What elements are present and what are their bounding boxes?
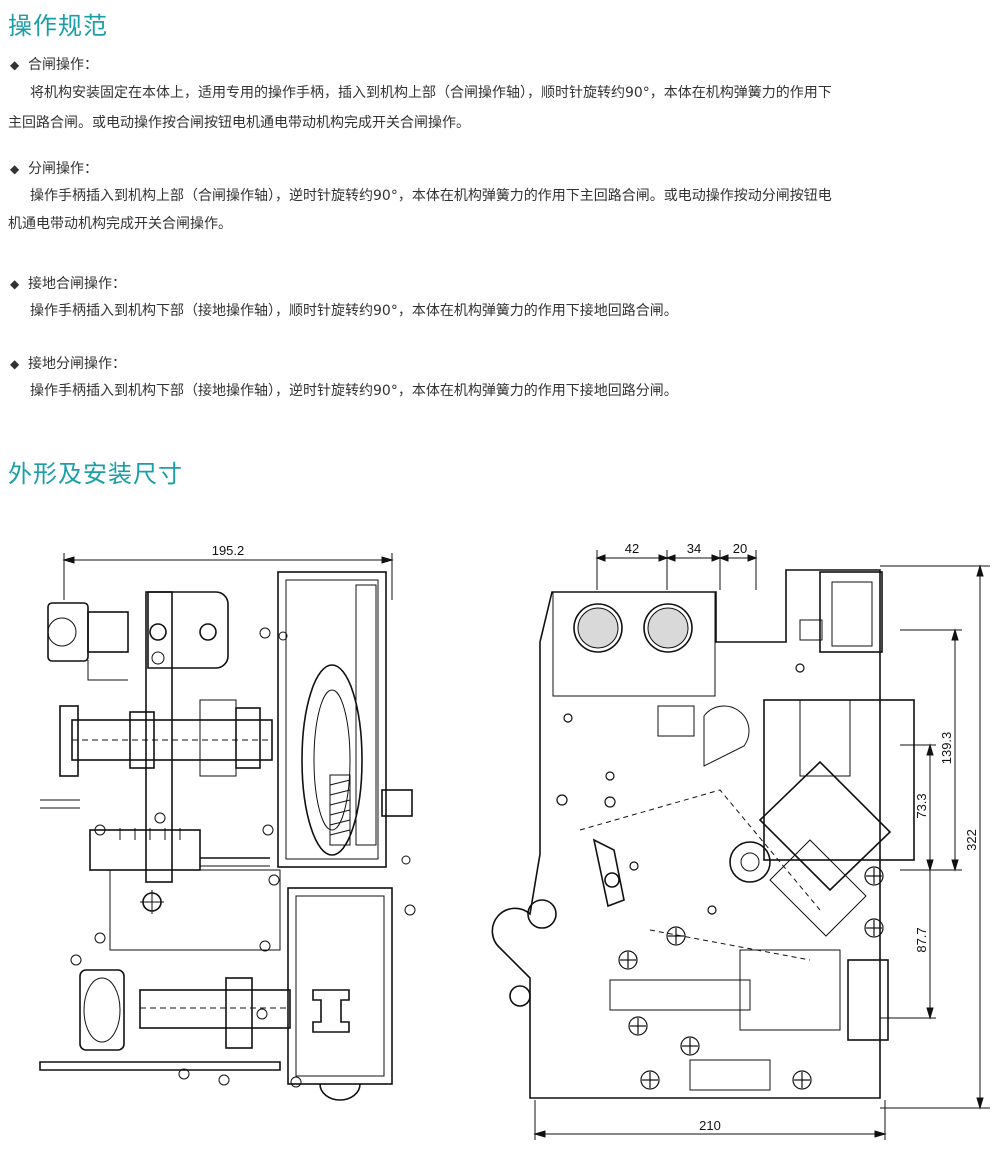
front-top-label-1: 42 [625,541,639,556]
item-open-line-2: 机通电带动机构完成开关合闸操作。 [8,216,232,232]
front-right-label-1: 139.3 [939,732,954,765]
section-title-operation: 操作规范 [8,12,108,40]
item-earth-open-title: ◆ 接地分闸操作： [10,353,126,373]
diamond-bullet-icon: ◆ [10,58,20,72]
side-width-label: 195.2 [212,543,245,558]
front-view-drawing: 42 34 20 210 [491,541,990,1140]
item-open-line-1: 操作手柄插入到机构上部（合闸操作轴），逆时针旋转约90°，本体在机构弹簧力的作用… [30,188,832,204]
front-right-label-3: 87.7 [914,927,929,952]
item-open-title-text: 分闸操作： [28,161,98,177]
front-right-label-4: 322 [964,829,979,851]
item-close-line-1: 将机构安装固定在本体上，适用专用的操作手柄，插入到机构上部（合闸操作轴），顺时针… [30,85,832,101]
front-top-label-2: 34 [687,541,701,556]
item-close-title: ◆ 合闸操作： [10,54,98,74]
item-close-line-2: 主回路合闸。或电动操作按合闸按钮电机通电带动机构完成开关合闸操作。 [8,115,470,131]
item-earth-close-line-1: 操作手柄插入到机构下部（接地操作轴），顺时针旋转约90°，本体在机构弹簧力的作用… [30,303,678,319]
item-earth-open-title-text: 接地分闸操作： [28,356,126,372]
item-close-title-text: 合闸操作： [28,57,98,73]
front-bottom-label: 210 [699,1118,721,1133]
item-earth-open-line-1: 操作手柄插入到机构下部（接地操作轴），逆时针旋转约90°，本体在机构弹簧力的作用… [30,383,678,399]
diamond-bullet-icon: ◆ [10,162,20,176]
side-view-drawing: 195.2 [39,543,416,1101]
item-earth-close-title: ◆ 接地合闸操作： [10,273,126,293]
dimension-drawings: 195.2 [0,520,1000,1164]
item-earth-close-title-text: 接地合闸操作： [28,276,126,292]
item-open-title: ◆ 分闸操作： [10,158,98,178]
front-top-label-3: 20 [733,541,747,556]
front-right-label-2: 73.3 [914,793,929,818]
section-title-dimensions: 外形及安装尺寸 [8,460,183,488]
diamond-bullet-icon: ◆ [10,357,20,371]
diamond-bullet-icon: ◆ [10,277,20,291]
